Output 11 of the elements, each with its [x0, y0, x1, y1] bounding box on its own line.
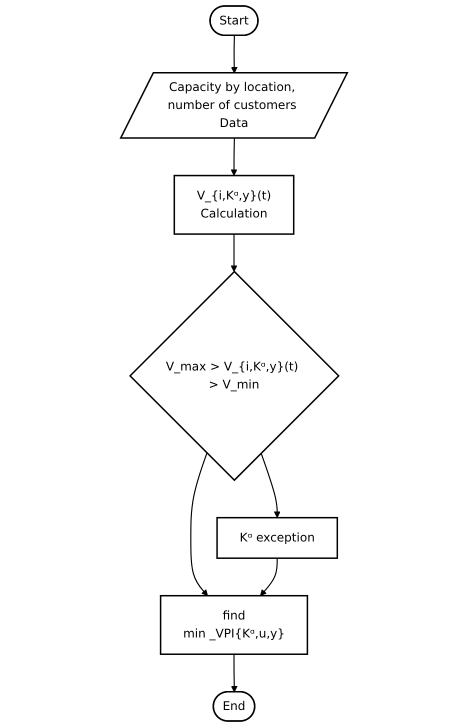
node-box: V_{i,Kᵅ,y}(t) Calculation — [173, 174, 294, 235]
arrow — [190, 452, 208, 596]
arrow — [230, 36, 238, 74]
arrow — [260, 452, 280, 518]
arrow — [230, 654, 238, 692]
arrow — [260, 558, 278, 596]
node-box: Kᵅ exception — [216, 516, 338, 559]
node-box: find min _VPI{Kᵅ,u,y} — [159, 594, 308, 655]
arrow — [230, 234, 237, 272]
node-diamond: V_max > V_{i,Kᵅ,y}(t) > V_min — [128, 270, 340, 482]
arrow — [230, 138, 237, 176]
